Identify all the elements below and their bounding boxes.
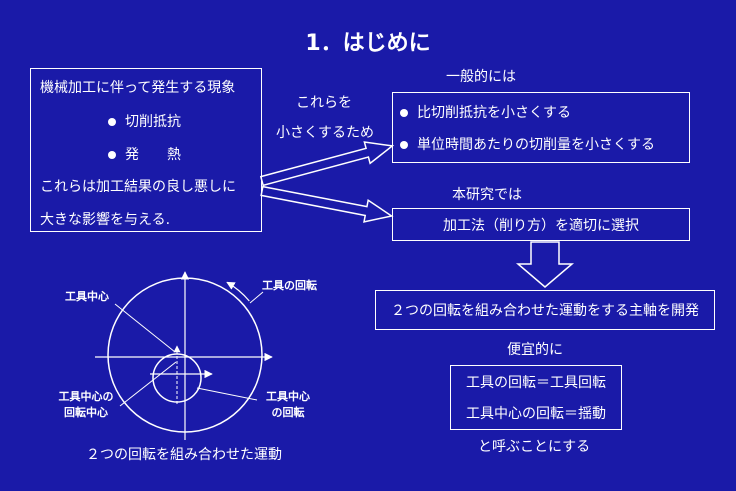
- label-center-rotation-line-2: の回転: [271, 406, 305, 419]
- general-box: [392, 92, 690, 163]
- rotation-direction-arrow: [226, 281, 250, 302]
- down-arrow-to-development-box: [515, 241, 575, 288]
- general-bullet-specific-resistance: 比切削抵抗を小さくする: [417, 105, 571, 121]
- definition-tool-rotation: 工具の回転＝工具回転: [466, 375, 606, 391]
- label-rotation-center-line-2: 回転中心: [64, 406, 108, 419]
- label-center-rotation: 工具中心 の回転: [258, 389, 318, 421]
- definitions-closing: と呼ぶことにする: [478, 439, 591, 455]
- development-box: ２つの回転を組み合わせた運動をする主軸を開発: [375, 290, 715, 330]
- general-bullet-removal-rate: 単位時間あたりの切削量を小さくする: [417, 137, 655, 153]
- phenomena-note-line-1: これらは加工結果の良し悪しに: [40, 179, 236, 195]
- research-label: 本研究では: [452, 187, 522, 203]
- label-center-rotation-line-1: 工具中心: [266, 390, 310, 403]
- definitions-box: [450, 365, 622, 430]
- leader-rotation-center: [119, 361, 177, 407]
- tool-rotation-circle: [107, 277, 263, 433]
- bullet-icon: [400, 109, 408, 117]
- tool-center-circle: [152, 353, 202, 403]
- diagram-caption: ２つの回転を組み合わせた運動: [86, 447, 282, 463]
- definitions-label: 便宜的に: [507, 342, 563, 358]
- label-tool-center: 工具中心: [65, 290, 109, 303]
- leader-center-rotation: [196, 387, 258, 401]
- phenomena-note-line-2: 大きな影響を与える.: [40, 212, 171, 228]
- label-rotation-center-line-1: 工具中心の: [58, 390, 114, 403]
- bullet-icon: [108, 118, 116, 126]
- slide-title: 1．はじめに: [305, 31, 431, 56]
- phenomena-bullet-heat: 発 熱: [125, 147, 181, 163]
- phenomena-bullet-cutting-resistance: 切削抵抗: [125, 114, 181, 130]
- phenomena-heading: 機械加工に伴って発生する現象: [40, 80, 236, 96]
- arrow-to-research-box: [260, 185, 394, 223]
- arrow-to-general-box: [259, 141, 395, 187]
- leader-tool-center: [114, 303, 176, 353]
- reduce-label-line-1: これらを: [296, 95, 352, 111]
- label-tool-rotation: 工具の回転: [262, 279, 317, 292]
- reduce-label-line-2: 小さくするため: [276, 125, 374, 141]
- bullet-icon: [400, 141, 408, 149]
- general-label: 一般的には: [446, 69, 516, 85]
- bullet-icon: [108, 151, 116, 159]
- research-box: 加工法（削り方）を適切に選択: [392, 208, 690, 241]
- label-rotation-center: 工具中心の 回転中心: [54, 389, 118, 421]
- definition-oscillation: 工具中心の回転＝揺動: [466, 406, 606, 422]
- phenomena-box: [30, 68, 262, 232]
